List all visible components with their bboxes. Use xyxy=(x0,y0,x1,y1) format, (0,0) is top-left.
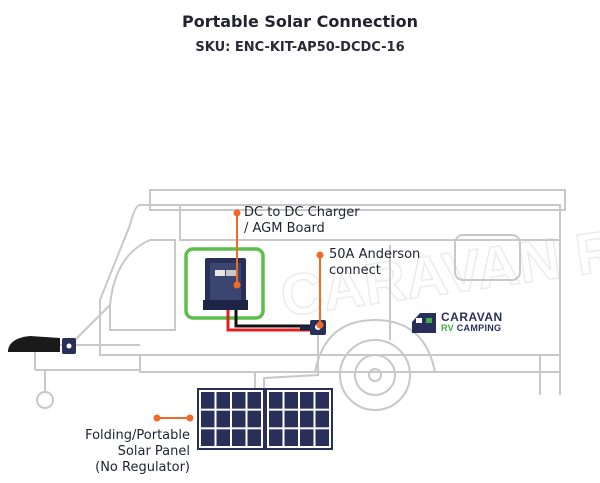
callout-dcdc-line2: / AGM Board xyxy=(244,221,325,236)
panel-cell xyxy=(216,429,230,446)
solar-cable xyxy=(263,335,319,390)
panel-cell xyxy=(247,429,261,446)
panel-cell xyxy=(269,410,283,428)
panel-cell xyxy=(201,392,215,409)
brand-word-rv: RV xyxy=(441,323,454,333)
cable-black xyxy=(234,310,312,328)
panel-cell xyxy=(284,392,298,409)
panel-cell xyxy=(216,410,230,428)
callout-panel-line1: Folding/Portable xyxy=(85,428,190,443)
callout-lines xyxy=(157,213,321,419)
brand-word-camping: CAMPING xyxy=(453,323,502,333)
solar-panel xyxy=(197,388,333,450)
callout-dcdc-charger: DC to DC Charger / AGM Board xyxy=(244,205,360,237)
panel-cell xyxy=(315,410,329,428)
callout-dots xyxy=(153,209,324,422)
brand-word-rv-camping: RV CAMPING xyxy=(441,323,501,333)
panel-cell xyxy=(269,392,283,409)
panel-cell xyxy=(300,392,314,409)
callout-panel-line2: Solar Panel xyxy=(117,444,190,459)
callout-anderson-line2: connect xyxy=(329,263,381,278)
panel-cell xyxy=(216,392,230,409)
panel-cell xyxy=(232,392,246,409)
callout-anderson-line1: 50A Anderson xyxy=(329,247,421,262)
watermark-text: CARAVAN RV CAMPING xyxy=(277,172,600,329)
charger-highlight xyxy=(184,247,265,320)
panel-cell xyxy=(201,410,215,428)
hitch xyxy=(8,336,76,354)
panel-cell xyxy=(284,429,298,446)
panel-cell xyxy=(247,392,261,409)
brand-word-caravan: CARAVAN xyxy=(441,310,503,324)
panel-cell xyxy=(232,410,246,428)
cable-red xyxy=(226,310,312,332)
page-title: Portable Solar Connection xyxy=(181,12,419,31)
panel-cell xyxy=(269,429,283,446)
callout-dcdc-line1: DC to DC Charger xyxy=(244,205,360,220)
panel-cell xyxy=(315,429,329,446)
callout-panel-line3: (No Regulator) xyxy=(95,460,190,475)
caravan-outline xyxy=(34,189,566,411)
sku-label: SKU: ENC-KIT-AP50-DCDC-16 xyxy=(195,40,405,55)
panel-cell xyxy=(300,410,314,428)
panel-cell xyxy=(300,429,314,446)
panel-cell xyxy=(232,429,246,446)
panel-cell xyxy=(284,410,298,428)
brand-logo-icon xyxy=(412,313,436,333)
callout-anderson: 50A Anderson connect xyxy=(329,247,420,279)
panel-cell xyxy=(247,410,261,428)
panel-cell xyxy=(315,392,329,409)
dcdc-charger xyxy=(203,258,248,310)
panel-cell xyxy=(201,429,215,446)
callout-solar-panel: Folding/Portable Solar Panel (No Regulat… xyxy=(60,428,190,476)
